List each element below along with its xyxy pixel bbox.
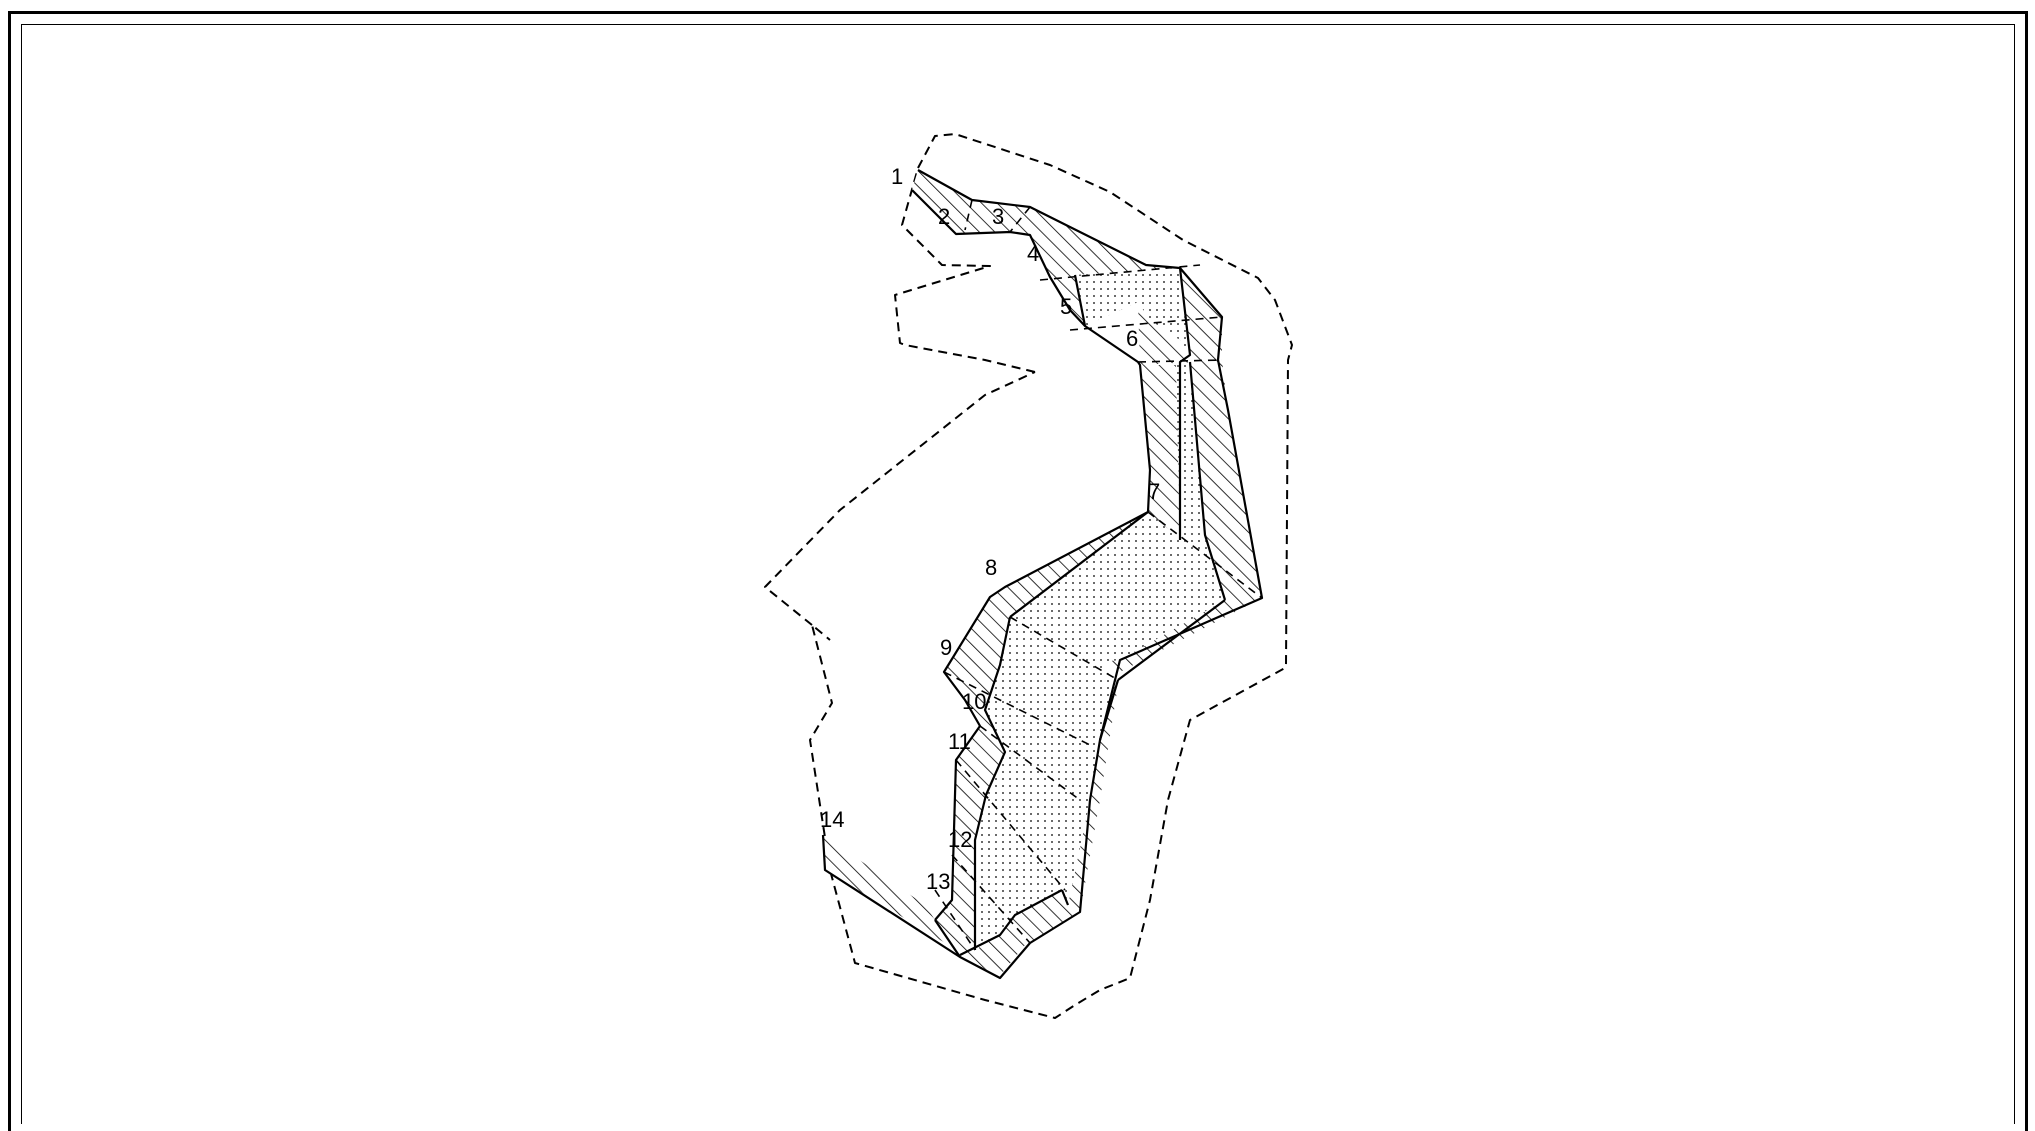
outer-boundary-dashed (764, 133, 1293, 1019)
section-label-12: 12 (948, 827, 972, 852)
section-label-8: 8 (985, 555, 997, 580)
section-label-1: 1 (891, 164, 903, 189)
section-label-6: 6 (1126, 326, 1138, 351)
section-label-13: 13 (926, 869, 950, 894)
outer-border (8, 11, 2028, 1131)
section-label-10: 10 (962, 689, 986, 714)
section-label-14: 14 (820, 807, 844, 832)
inner-border (21, 24, 2015, 1124)
section-lines (934, 199, 1263, 951)
section-label-11: 11 (948, 729, 971, 754)
section-label-2: 2 (938, 204, 950, 229)
section-label-4: 4 (1027, 241, 1039, 266)
section-label-3: 3 (992, 204, 1004, 229)
section-label-7: 7 (1148, 479, 1160, 504)
section-label-5: 5 (1060, 294, 1072, 319)
section-label-9: 9 (940, 635, 952, 660)
dotted-interior (975, 268, 1225, 950)
section-labels: 1 2 3 4 5 6 7 8 9 10 11 12 13 14 (820, 164, 1160, 894)
